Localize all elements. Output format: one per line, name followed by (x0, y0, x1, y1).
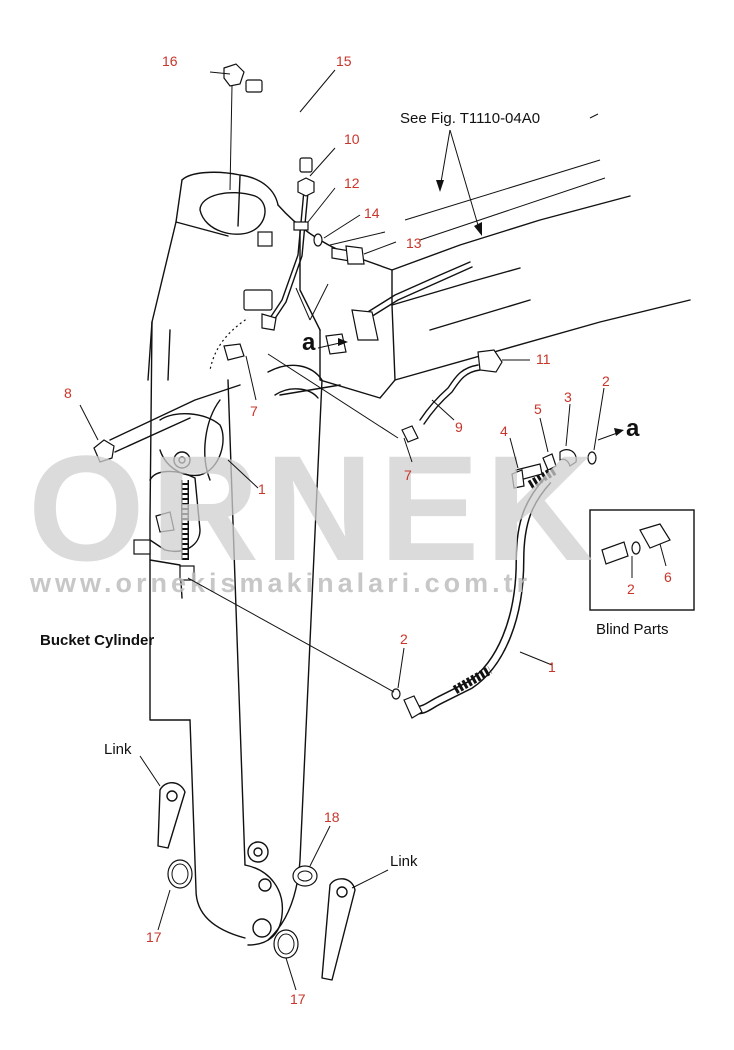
adapter-7-upper (223, 343, 245, 361)
fitting (257, 231, 273, 247)
callout-13: 13 (406, 235, 422, 251)
callout-7-upper: 7 (250, 403, 258, 419)
marker-a-right: a (626, 415, 640, 442)
callout-15: 15 (336, 53, 352, 69)
cylinder-port (155, 511, 175, 533)
callout-2-upper: 2 (602, 373, 610, 389)
callout-12: 12 (344, 175, 360, 191)
adapter-7-lower (401, 425, 419, 443)
adapter (261, 313, 277, 331)
elbow-8 (93, 439, 115, 463)
callout-6: 6 (664, 569, 672, 585)
callout-numbers: 16 15 10 12 14 13 8 7 7 11 9 4 5 3 2 1 2… (64, 53, 672, 1007)
blind-parts-label: Blind Parts (596, 621, 669, 638)
parts (93, 63, 597, 981)
blind-plate-6 (639, 523, 671, 549)
washer-5 (542, 453, 557, 471)
cylinder-fitting (179, 565, 195, 581)
link-label-left: Link (104, 741, 132, 758)
callout-5: 5 (534, 401, 542, 417)
blind-o-ring (631, 541, 641, 555)
fitting-11 (477, 349, 503, 373)
link-left (157, 782, 186, 849)
callout-17-left: 17 (146, 929, 162, 945)
blind-flange (601, 541, 629, 565)
callout-16: 16 (162, 53, 178, 69)
bucket-cylinder-label: Bucket Cylinder (40, 632, 154, 649)
labels: See Fig. T1110-04A0 Bucket Cylinder Blin… (40, 110, 669, 870)
nut-10 (297, 177, 315, 197)
blind-parts-box (589, 509, 695, 611)
hose-lines (181, 79, 558, 715)
watermark-brand: ORNEK (28, 424, 600, 592)
o-ring-2 (391, 688, 401, 700)
cylinder-fitting (133, 539, 151, 555)
see-fig-label: See Fig. T1110-04A0 (400, 110, 540, 127)
split-flange-3 (559, 449, 577, 467)
hose-end-fitting (245, 79, 263, 93)
callout-1-right: 1 (548, 659, 556, 675)
callout-18: 18 (324, 809, 340, 825)
callout-2-middle: 2 (400, 631, 408, 647)
callout-9: 9 (455, 419, 463, 435)
callout-10: 10 (344, 131, 360, 147)
washer-14 (313, 233, 323, 247)
leader-lines (79, 69, 624, 991)
manifold-block (243, 289, 273, 311)
link-label-right: Link (390, 853, 418, 870)
arm-structure (109, 159, 691, 946)
callout-14: 14 (364, 205, 380, 221)
hose-end-fitting (299, 157, 313, 173)
bolt-head-4 (511, 469, 525, 489)
clamp-12 (293, 221, 309, 231)
callout-8: 8 (64, 385, 72, 401)
callout-3: 3 (564, 389, 572, 405)
elbow-fitting-16 (223, 63, 245, 87)
callout-1-left: 1 (258, 481, 266, 497)
callout-4: 4 (500, 423, 508, 439)
callout-2-blind: 2 (627, 581, 635, 597)
pipe-clamp-block (351, 309, 379, 341)
ring-18 (292, 865, 318, 887)
bolt-head-13 (345, 245, 365, 265)
hose-flange-1 (403, 695, 423, 719)
watermark: ORNEK www.ornekismakinalari.com.tr (28, 424, 600, 598)
link-right (321, 878, 356, 981)
o-ring-2 (587, 451, 597, 465)
marker-a-left: a (302, 329, 316, 356)
callout-7-lower: 7 (404, 467, 412, 483)
callout-17-right: 17 (290, 991, 306, 1007)
callout-11: 11 (536, 351, 551, 367)
watermark-url: www.ornekismakinalari.com.tr (29, 568, 531, 598)
